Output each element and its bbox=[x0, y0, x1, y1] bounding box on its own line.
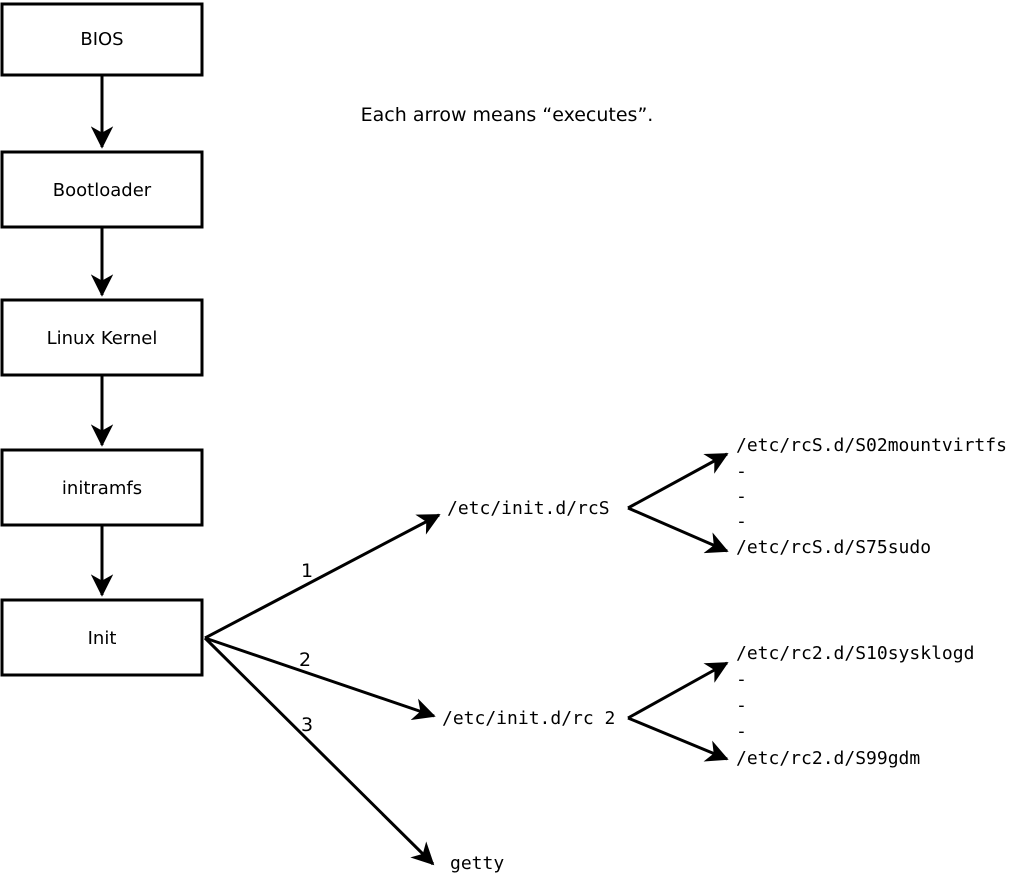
node-bios-box bbox=[0, 2, 204, 77]
rc2-script-3: - bbox=[736, 721, 747, 742]
node-init: Init bbox=[0, 598, 204, 677]
node-linux-kernel: Linux Kernel bbox=[0, 298, 204, 377]
rc2-script-1: - bbox=[736, 669, 747, 690]
rc2-script-2: - bbox=[736, 695, 747, 716]
rcs-script-3: - bbox=[736, 511, 747, 532]
rcs-path-label: /etc/init.d/rcS bbox=[447, 498, 610, 519]
arrow-number-1: 1 bbox=[301, 560, 313, 582]
rcs-script-4: /etc/rcS.d/S75sudo bbox=[736, 537, 931, 558]
arrow-number-3: 3 bbox=[301, 714, 313, 736]
node-init-box bbox=[0, 598, 204, 677]
node-init-label: Init bbox=[88, 628, 117, 649]
note-text: Each arrow means “executes”. bbox=[361, 104, 654, 126]
node-initramfs: initramfs bbox=[0, 448, 204, 527]
getty-label: getty bbox=[450, 853, 504, 874]
arrow-init-to-rc2 bbox=[204, 636, 436, 720]
rc2-script-0: /etc/rc2.d/S10sysklogd bbox=[736, 643, 974, 664]
arrow-rc2-to-first-script bbox=[627, 661, 729, 720]
rcs-script-list: /etc/rcS.d/S02mountvirtfs - - - /etc/rcS… bbox=[736, 435, 1007, 558]
arrow-rc2-to-last-script bbox=[627, 716, 729, 762]
rc2-path-label: /etc/init.d/rc 2 bbox=[442, 708, 615, 729]
node-bios: BIOS bbox=[0, 2, 204, 77]
rc2-script-list: /etc/rc2.d/S10sysklogd - - - /etc/rc2.d/… bbox=[736, 643, 974, 769]
arrow-rcs-to-last-script bbox=[627, 506, 729, 554]
rcs-script-0: /etc/rcS.d/S02mountvirtfs bbox=[736, 435, 1007, 456]
rc2-script-4: /etc/rc2.d/S99gdm bbox=[736, 748, 920, 769]
rcs-script-1: - bbox=[736, 461, 747, 482]
node-linux-kernel-label: Linux Kernel bbox=[47, 328, 158, 349]
node-initramfs-box bbox=[0, 448, 204, 527]
node-bios-label: BIOS bbox=[80, 29, 123, 50]
arrow-init-to-getty bbox=[203, 636, 435, 866]
node-bootloader-box bbox=[0, 150, 204, 229]
node-initramfs-label: initramfs bbox=[62, 478, 142, 499]
rcs-script-2: - bbox=[736, 486, 747, 507]
node-bootloader: Bootloader bbox=[0, 150, 204, 229]
node-bootloader-label: Bootloader bbox=[53, 180, 152, 201]
arrow-init-to-rcs bbox=[204, 513, 441, 640]
arrow-rcs-to-first-script bbox=[627, 452, 729, 510]
arrow-number-2: 2 bbox=[299, 649, 311, 671]
